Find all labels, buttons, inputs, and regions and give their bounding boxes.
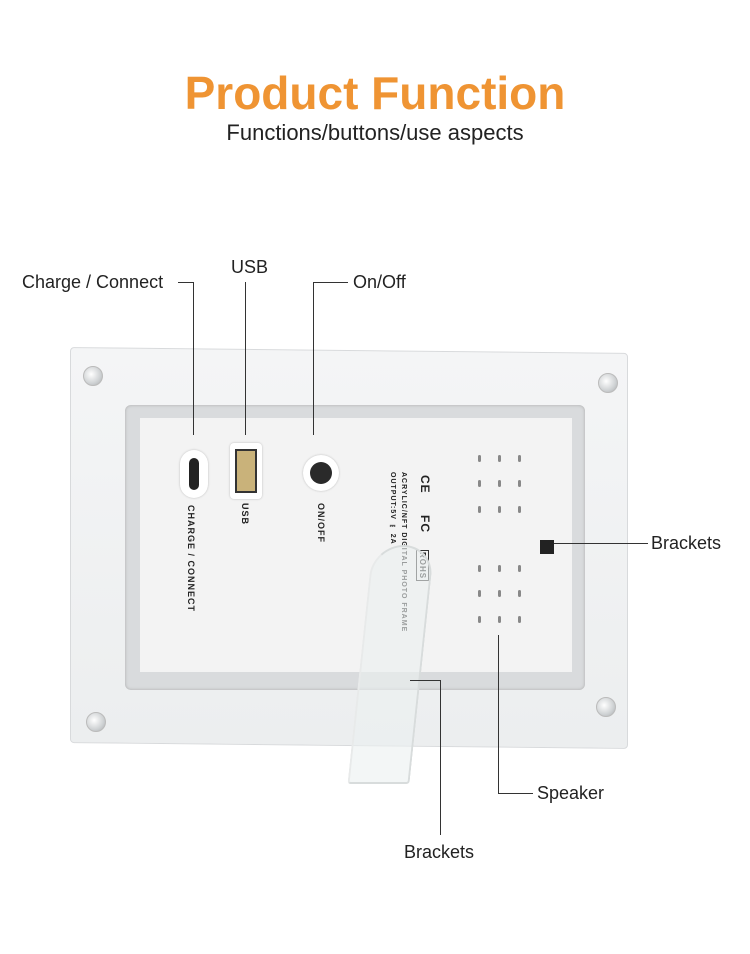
charge-port-label: CHARGE / CONNECT <box>186 505 196 613</box>
ce-mark: CE <box>418 475 432 494</box>
callout-charge: Charge / Connect <box>22 272 164 292</box>
output-rating: OUTPUT:5V ⎓ 2A <box>389 472 396 545</box>
screw-icon <box>596 697 616 717</box>
callout-speaker: Speaker <box>537 783 605 803</box>
speaker-grille-top <box>478 455 528 525</box>
fc-mark: FC <box>418 515 432 533</box>
screw-icon <box>83 366 103 386</box>
screw-icon <box>86 712 106 732</box>
page-subtitle: Functions/buttons/use aspects <box>226 120 524 145</box>
bracket-mount <box>540 540 554 554</box>
callout-usb: USB <box>231 257 269 277</box>
callout-brackets-right: Brackets <box>651 533 722 553</box>
power-button[interactable] <box>303 455 339 491</box>
callout-brackets-bottom: Brackets <box>404 842 475 862</box>
screw-icon <box>598 373 618 393</box>
usb-a-port <box>230 443 262 499</box>
usb-port-label: USB <box>240 503 250 526</box>
usb-c-port <box>180 450 208 498</box>
speaker-grille-bottom <box>478 565 528 635</box>
page-title: Product Function <box>184 67 566 119</box>
callout-onoff: On/Off <box>353 272 406 292</box>
power-button-label: ON/OFF <box>316 503 326 543</box>
